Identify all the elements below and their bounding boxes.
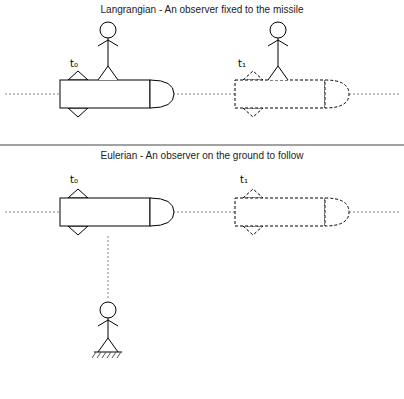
time-label: t₀	[70, 58, 78, 70]
missile-later	[235, 189, 349, 235]
divider	[0, 145, 404, 146]
sight-line	[108, 236, 109, 300]
panel-heading: Langrangian - An observer fixed to the m…	[101, 4, 304, 16]
missile	[60, 189, 174, 235]
time-label: t₁	[240, 174, 248, 186]
stick-figure	[268, 22, 288, 80]
stick-figure	[94, 302, 122, 352]
ground-hatch	[92, 352, 121, 358]
time-label: t₁	[238, 58, 246, 70]
time-label: t₀	[70, 174, 78, 186]
panel-heading: Eulerian - An observer on the ground to …	[101, 150, 304, 162]
missile-later	[235, 71, 349, 117]
stick-figure	[98, 22, 118, 80]
